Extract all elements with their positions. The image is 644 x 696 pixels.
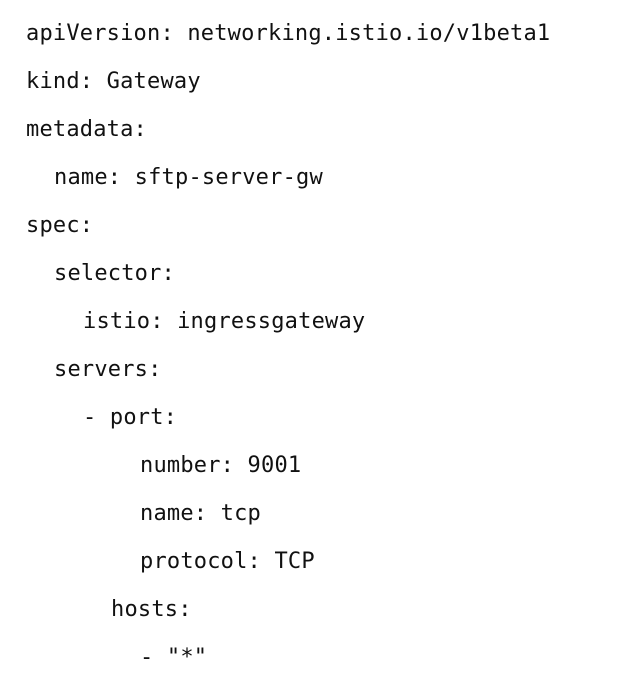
code-line-metadata: metadata: <box>26 117 148 142</box>
code-line-port-number: number: 9001 <box>140 453 302 478</box>
code-line-selector-istio: istio: ingressgateway <box>83 309 366 334</box>
code-line-host-item: - "*" <box>140 645 208 670</box>
code-line-spec: spec: <box>26 213 94 238</box>
code-line-metadata-name: name: sftp-server-gw <box>54 165 323 190</box>
code-line-selector: selector: <box>54 261 176 286</box>
code-line-api-version: apiVersion: networking.istio.io/v1beta1 <box>26 21 551 46</box>
code-line-port: - port: <box>83 405 178 430</box>
code-line-kind: kind: Gateway <box>26 69 201 94</box>
code-line-port-protocol: protocol: TCP <box>140 549 315 574</box>
code-line-hosts: hosts: <box>111 597 192 622</box>
code-line-port-name: name: tcp <box>140 501 262 526</box>
yaml-code-block: apiVersion: networking.istio.io/v1beta1 … <box>26 14 550 686</box>
code-line-servers: servers: <box>54 357 162 382</box>
